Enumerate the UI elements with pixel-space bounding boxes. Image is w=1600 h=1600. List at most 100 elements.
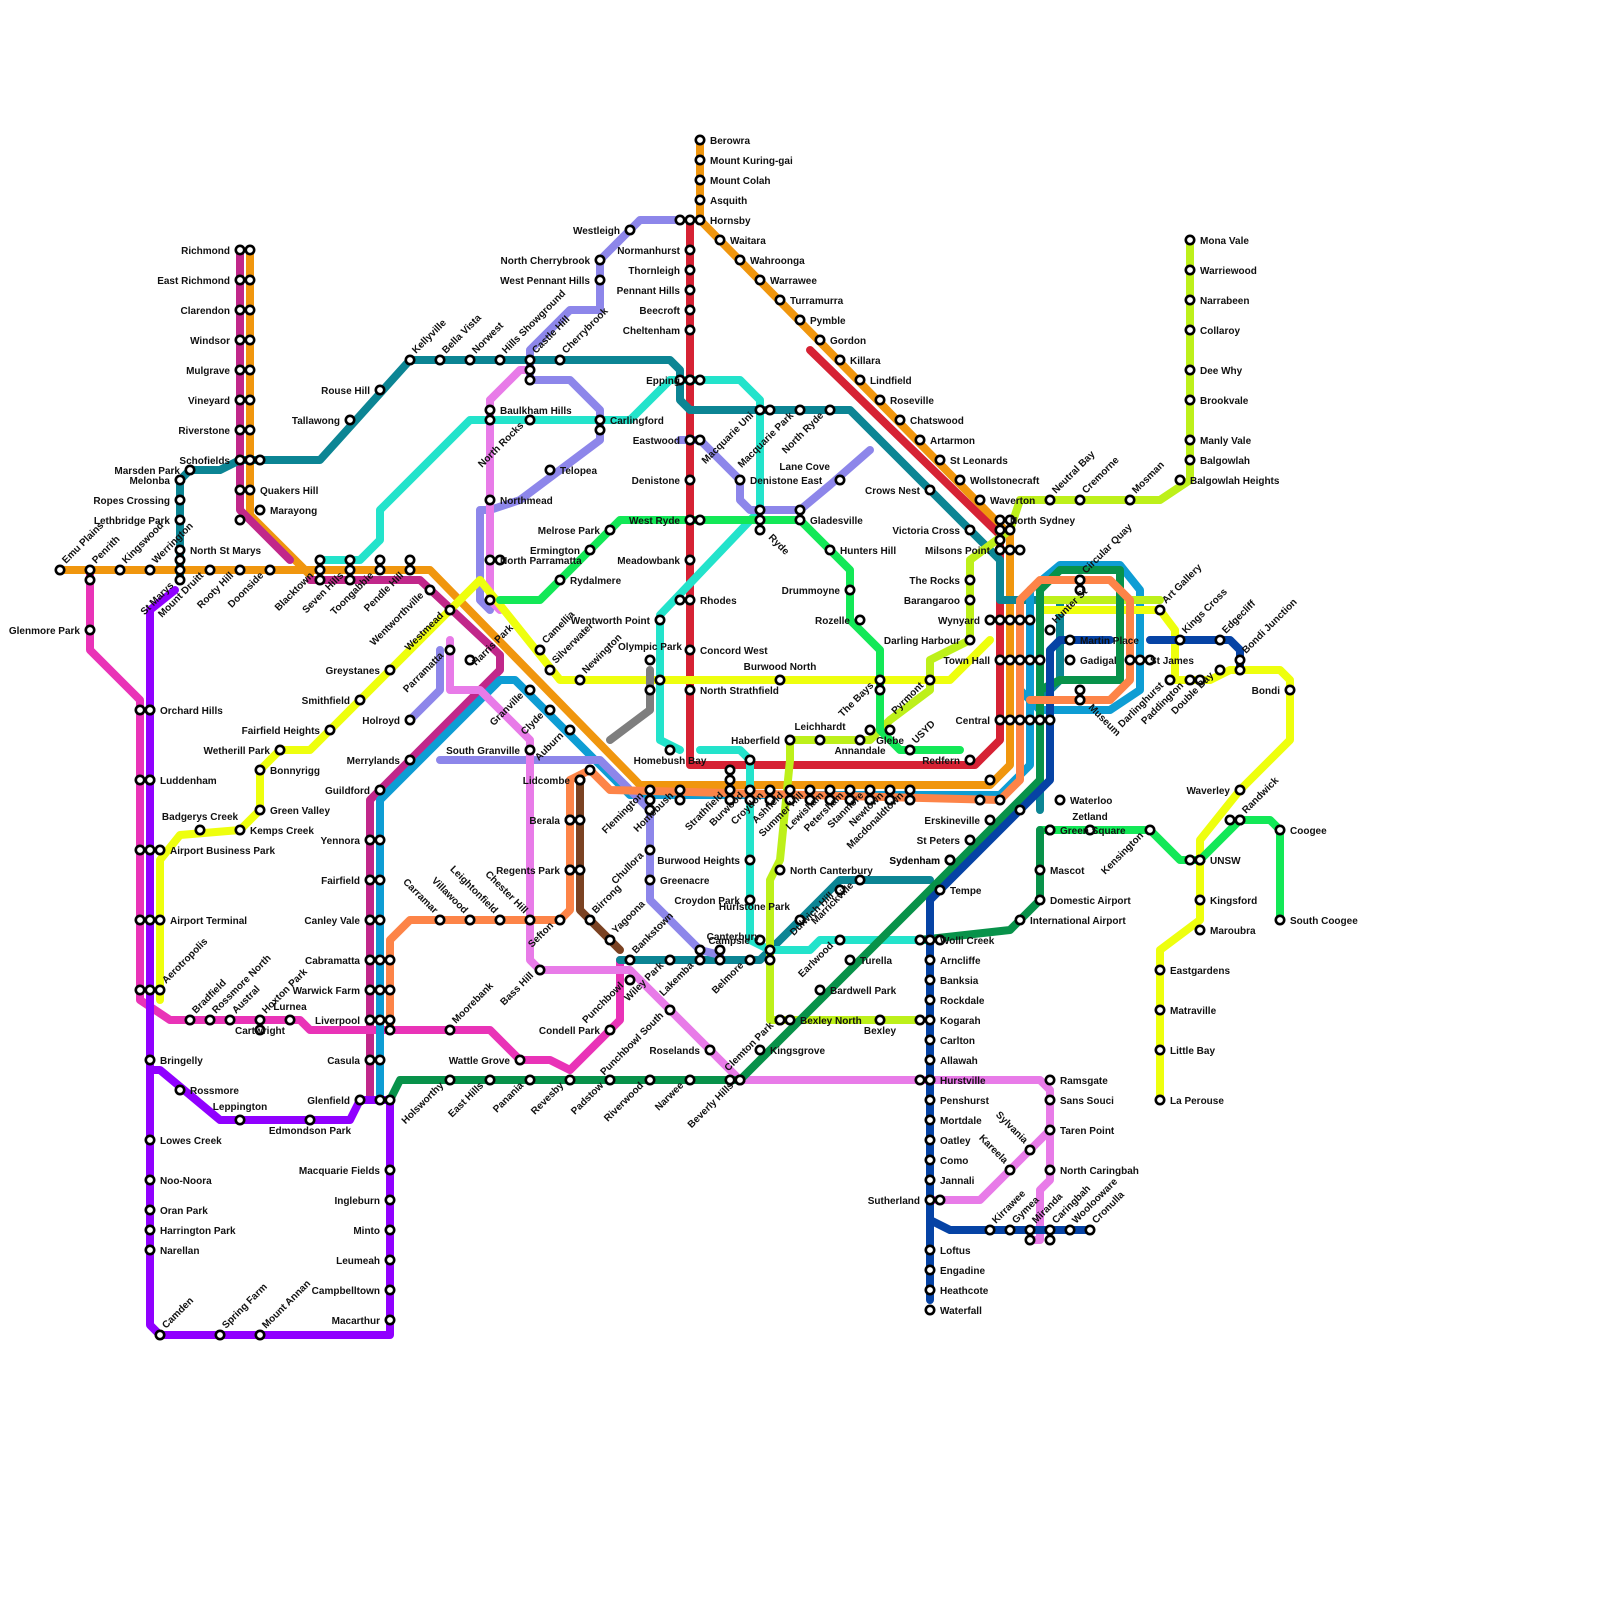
station-marker-tempe[interactable] — [936, 886, 944, 894]
station-marker-heathcote[interactable] — [926, 1286, 934, 1294]
station-marker-manly-vale[interactable] — [1186, 436, 1194, 444]
station-marker-kensington[interactable] — [1146, 826, 1154, 834]
station-marker-glebe[interactable] — [886, 726, 894, 734]
station-marker-ryde[interactable] — [756, 526, 764, 534]
station-marker-la-perouse[interactable] — [1156, 1096, 1164, 1104]
station-marker-circular-quay[interactable] — [1076, 576, 1084, 584]
station-marker-campbelltown[interactable] — [386, 1286, 394, 1294]
station-marker-unsw[interactable] — [1196, 856, 1204, 864]
station-marker-green-valley[interactable] — [256, 806, 264, 814]
station-marker-homebush-bay[interactable] — [666, 746, 674, 754]
station-marker-northmead[interactable] — [486, 496, 494, 504]
station-marker-schofields[interactable] — [236, 456, 244, 464]
station-marker-art-gallery[interactable] — [1156, 606, 1164, 614]
station-marker-toongabbie[interactable] — [376, 566, 384, 574]
station-marker-narrabeen[interactable] — [1186, 296, 1194, 304]
station-marker-harrington-park[interactable] — [146, 1226, 154, 1234]
station-marker-erskineville[interactable] — [986, 816, 994, 824]
station-marker-pyrmont[interactable] — [926, 676, 934, 684]
station-marker-parramatta[interactable] — [446, 646, 454, 654]
station-marker-leumeah[interactable] — [386, 1256, 394, 1264]
station-marker-usyd[interactable] — [906, 746, 914, 754]
station-marker-lowes-creek[interactable] — [146, 1136, 154, 1144]
station-marker-south-coogee[interactable] — [1276, 916, 1284, 924]
station-marker-burwood-heights[interactable] — [746, 856, 754, 864]
station-marker-carramar[interactable] — [436, 916, 444, 924]
station-marker-beverly-hills[interactable] — [736, 1076, 744, 1084]
station-marker-thornleigh[interactable] — [686, 266, 694, 274]
station-marker-marsden-park[interactable] — [186, 466, 194, 474]
station-marker-bella-vista[interactable] — [436, 356, 444, 364]
station-marker-richmond[interactable] — [236, 246, 244, 254]
station-marker-blacktown[interactable] — [316, 566, 324, 574]
station-marker-roselands[interactable] — [706, 1046, 714, 1054]
station-marker-epping[interactable] — [686, 376, 694, 384]
station-marker-killara[interactable] — [836, 356, 844, 364]
station-marker-quakers-hill[interactable] — [246, 486, 254, 494]
station-marker-greenacre[interactable] — [646, 876, 654, 884]
station-marker-double-bay[interactable] — [1216, 666, 1224, 674]
station-marker-marayong[interactable] — [256, 506, 264, 514]
station-marker-bondi[interactable] — [1286, 686, 1294, 694]
station-marker-wattle-grove[interactable] — [516, 1056, 524, 1064]
station-marker-baulkham-hills[interactable] — [486, 406, 494, 414]
station-marker-rydalmere[interactable] — [556, 576, 564, 584]
station-marker-mona-vale[interactable] — [1186, 236, 1194, 244]
station-marker-victoria-cross[interactable] — [966, 526, 974, 534]
station-marker-norwest[interactable] — [466, 356, 474, 364]
station-marker-eastwood[interactable] — [686, 436, 694, 444]
station-marker-airport-terminal[interactable] — [156, 916, 164, 924]
station-marker-north-strathfield[interactable] — [686, 686, 694, 694]
station-marker-luddenham[interactable] — [146, 776, 154, 784]
station-marker-wentworth-point[interactable] — [656, 616, 664, 624]
station-marker-north-canterbury[interactable] — [776, 866, 784, 874]
station-marker-clemton-park[interactable] — [776, 1016, 784, 1024]
station-marker-wollstonecraft[interactable] — [956, 476, 964, 484]
station-marker-fairfield-heights[interactable] — [326, 726, 334, 734]
station-marker-brookvale[interactable] — [1186, 396, 1194, 404]
station-marker-clarendon[interactable] — [236, 306, 244, 314]
station-marker-st-peters[interactable] — [966, 836, 974, 844]
station-marker-como[interactable] — [926, 1156, 934, 1164]
station-marker-westleigh[interactable] — [626, 226, 634, 234]
station-marker-mount-annan[interactable] — [256, 1331, 264, 1339]
station-marker-north-rocks[interactable] — [526, 416, 534, 424]
station-marker-denistone-east[interactable] — [736, 476, 744, 484]
station-marker-lindfield[interactable] — [856, 376, 864, 384]
station-marker-kareela[interactable] — [1006, 1166, 1014, 1174]
station-marker-minto[interactable] — [386, 1226, 394, 1234]
station-marker-silverwater[interactable] — [546, 666, 554, 674]
station-marker-rozelle[interactable] — [856, 616, 864, 624]
station-marker-ropes-crossing[interactable] — [176, 496, 184, 504]
station-marker-penrith[interactable] — [86, 566, 94, 574]
station-marker-aerotropolis[interactable] — [156, 986, 164, 994]
station-marker-gadigal[interactable] — [1066, 656, 1074, 664]
station-marker-milsons-point[interactable] — [996, 546, 1004, 554]
station-marker-macquarie-fields[interactable] — [386, 1166, 394, 1174]
station-marker-kogarah[interactable] — [926, 1016, 934, 1024]
station-marker-west-pennant-hills[interactable] — [596, 276, 604, 284]
station-marker-lewisham[interactable] — [826, 786, 834, 794]
station-marker-north-cherrybrook[interactable] — [596, 256, 604, 264]
station-marker-warriewood[interactable] — [1186, 266, 1194, 274]
station-marker-mascot[interactable] — [1036, 866, 1044, 874]
station-marker-emu-plains[interactable] — [56, 566, 64, 574]
station-marker-summer-hill[interactable] — [806, 786, 814, 794]
station-marker-mount-druitt[interactable] — [206, 566, 214, 574]
station-marker-dee-why[interactable] — [1186, 366, 1194, 374]
station-marker-gymea[interactable] — [1006, 1226, 1014, 1234]
station-marker-loftus[interactable] — [926, 1246, 934, 1254]
station-marker-strathfield[interactable] — [726, 786, 734, 794]
station-marker-bexley[interactable] — [876, 1016, 884, 1024]
station-marker-lurnea[interactable] — [286, 1016, 294, 1024]
station-marker-cabramatta[interactable] — [366, 956, 374, 964]
station-marker-penshurst[interactable] — [926, 1096, 934, 1104]
station-marker-museum[interactable] — [1076, 696, 1084, 704]
station-marker-allawah[interactable] — [926, 1056, 934, 1064]
station-marker-green-square[interactable] — [1046, 826, 1054, 834]
station-marker-haberfield[interactable] — [786, 736, 794, 744]
station-marker-collaroy[interactable] — [1186, 326, 1194, 334]
station-marker-guildford[interactable] — [376, 786, 384, 794]
station-marker-asquith[interactable] — [696, 196, 704, 204]
station-marker-edmondson-park[interactable] — [306, 1116, 314, 1124]
